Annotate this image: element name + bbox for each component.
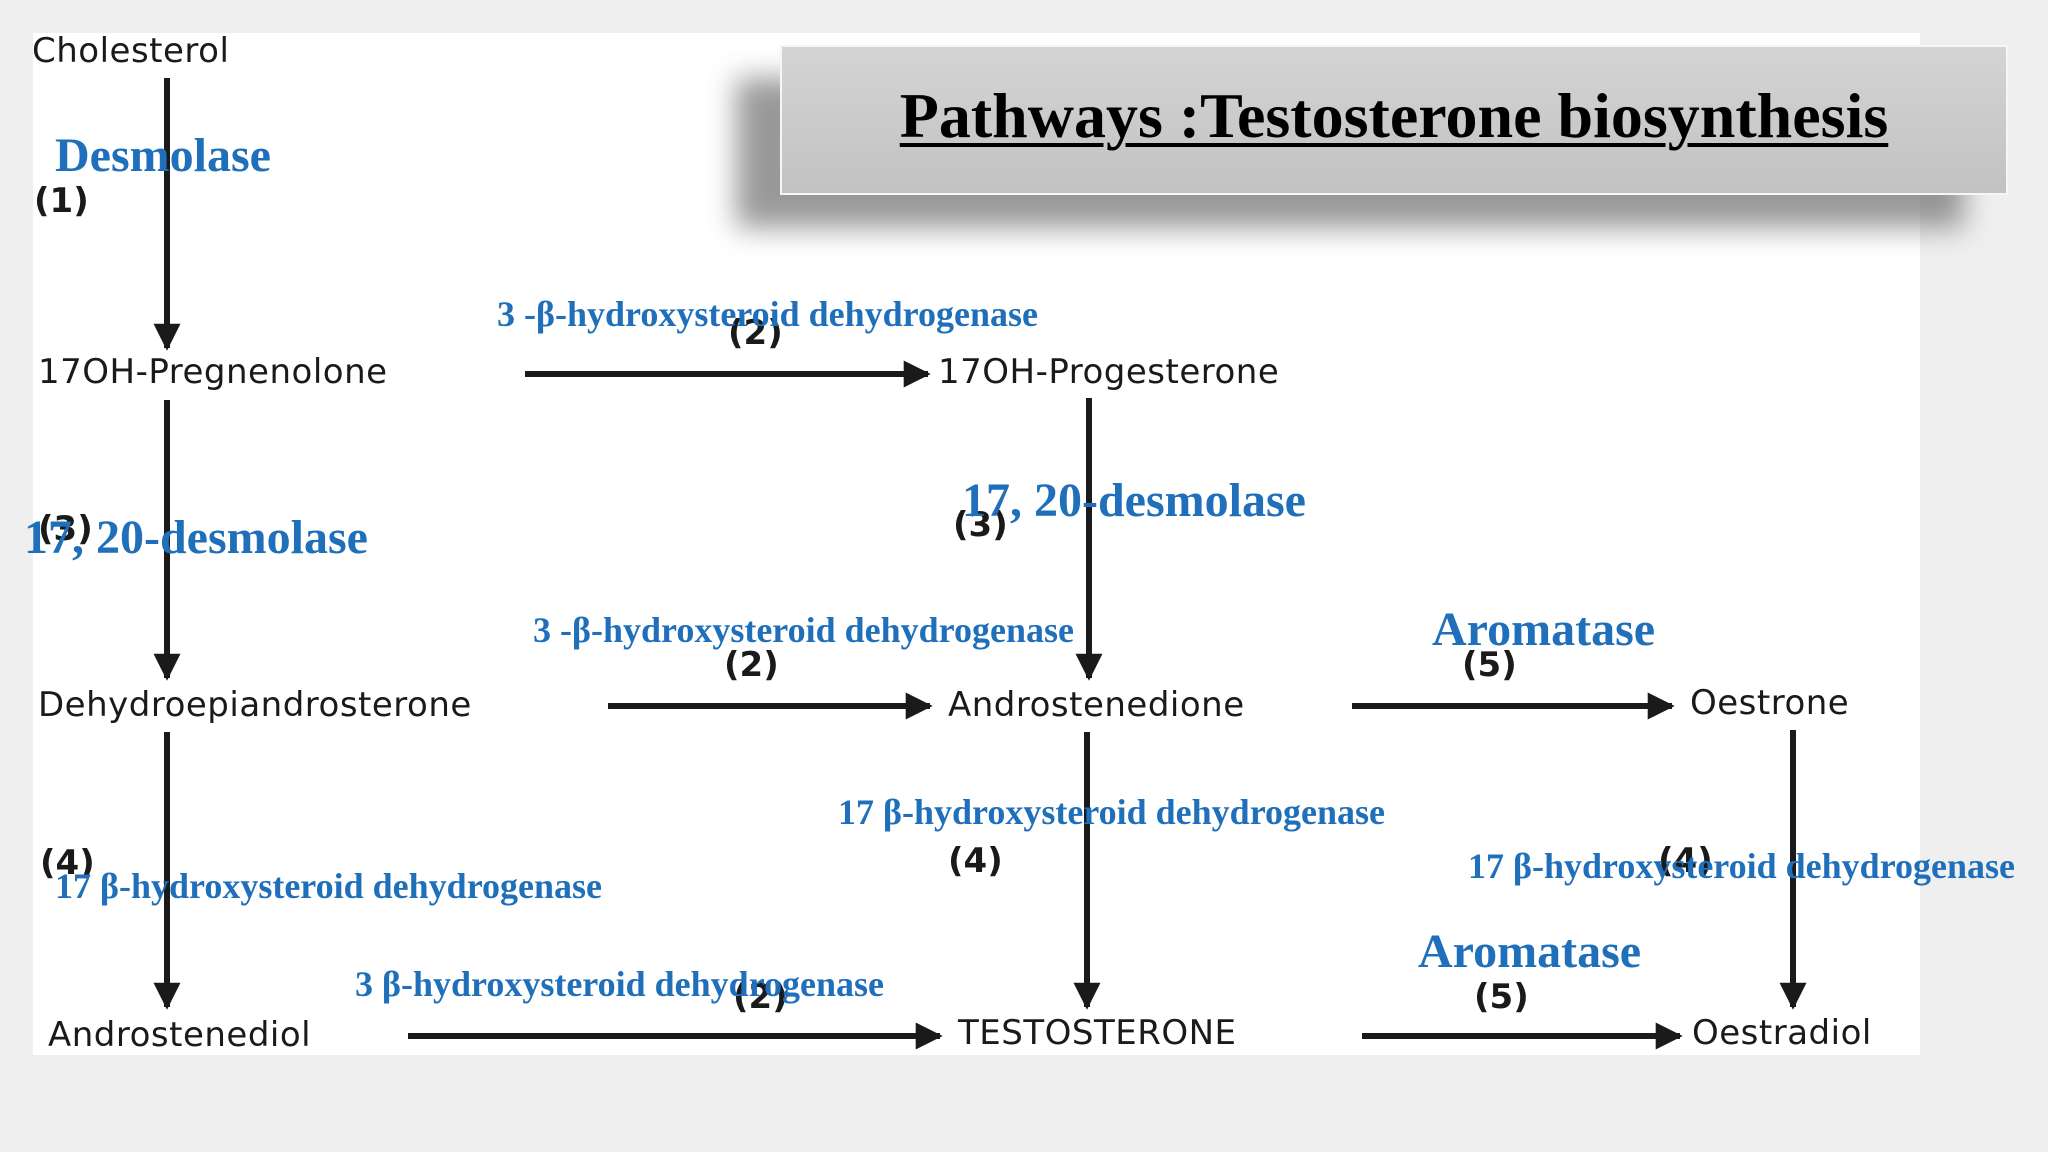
node-androstenediol: Androstenediol bbox=[48, 1015, 311, 1055]
enzyme-17b-hsd-right: 17 β-hydroxysteroid dehydrogenase bbox=[1468, 846, 2016, 886]
page-title: Pathways :Testosterone biosynthesis bbox=[899, 80, 1889, 151]
enzyme-17-20-desmolase-left: 17, 20-desmolase bbox=[24, 511, 368, 564]
step-2-bottom: (2) bbox=[733, 977, 788, 1017]
step-5-top: (5) bbox=[1462, 645, 1517, 685]
enzyme-17-20-desmolase-mid: 17, 20-desmolase bbox=[962, 474, 1306, 527]
node-testosterone: TESTOSTERONE bbox=[957, 1013, 1237, 1053]
enzyme-3b-hsd-bottom: 3 β-hydroxysteroid dehydrogenase bbox=[355, 964, 885, 1004]
node-androstenedione: Androstenedione bbox=[948, 685, 1245, 725]
step-1: (1) bbox=[34, 181, 89, 221]
title-box: Pathways :Testosterone biosynthesis bbox=[780, 45, 2008, 195]
node-oestrone: Oestrone bbox=[1690, 683, 1849, 723]
node-17oh-progesterone: 17OH-Progesterone bbox=[938, 352, 1279, 392]
step-2-top: (2) bbox=[728, 313, 783, 353]
enzyme-desmolase: Desmolase bbox=[55, 129, 271, 182]
enzyme-aromatase-top: Aromatase bbox=[1432, 603, 1656, 656]
enzyme-aromatase-bottom: Aromatase bbox=[1418, 925, 1642, 978]
step-3-left: (3) bbox=[38, 509, 93, 549]
step-3-mid: (3) bbox=[953, 505, 1008, 545]
enzyme-17b-hsd-mid: 17 β-hydroxysteroid dehydrogenase bbox=[838, 792, 1386, 832]
enzyme-3b-hsd-top: 3 -β-hydroxysteroid dehydrogenase bbox=[497, 294, 1039, 334]
step-4-mid: (4) bbox=[948, 841, 1003, 881]
step-4-right: (4) bbox=[1658, 841, 1713, 881]
step-2-mid: (2) bbox=[724, 645, 779, 685]
node-cholesterol: Cholesterol bbox=[32, 31, 229, 71]
step-4-left: (4) bbox=[40, 843, 95, 883]
step-5-bottom: (5) bbox=[1474, 977, 1529, 1017]
enzyme-17b-hsd-left: 17 β-hydroxysteroid dehydrogenase bbox=[55, 866, 603, 906]
node-dehydroepiandrosterone: Dehydroepiandrosterone bbox=[38, 685, 472, 725]
node-17oh-pregnenolone: 17OH-Pregnenolone bbox=[38, 352, 388, 392]
node-oestradiol: Oestradiol bbox=[1692, 1013, 1872, 1053]
enzyme-3b-hsd-mid: 3 -β-hydroxysteroid dehydrogenase bbox=[533, 610, 1075, 650]
